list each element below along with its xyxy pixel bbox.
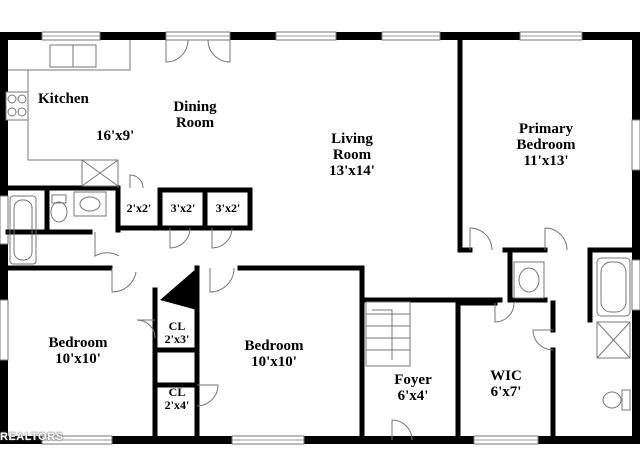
exterior-walls [0, 32, 640, 444]
bedroom-center-name: Bedroom [244, 338, 304, 354]
closet-a-label: 2'x2' [119, 202, 159, 215]
windows [0, 31, 640, 445]
primary-bedroom-name-line1: Primary [518, 121, 574, 137]
foyer-label: Foyer 6'x4' [380, 372, 446, 405]
closet-c-size: 3'x2' [215, 201, 241, 215]
foyer-name: Foyer [394, 372, 432, 388]
door-swings [94, 39, 568, 441]
closet-cl2-name: CL [168, 385, 186, 399]
kitchen-counters [5, 40, 131, 188]
bedroom-left-size: 10'x10' [55, 350, 101, 367]
closet-cl2-label: CL 2'x4' [158, 386, 196, 411]
closet-a-size: 2'x2' [126, 201, 152, 215]
realtors-watermark: REALTORS [0, 431, 64, 443]
primary-bedroom-name-line2: Bedroom [516, 136, 576, 153]
closet-cl1-name: CL [168, 319, 186, 333]
closet-c-label: 3'x2' [207, 202, 249, 215]
dining-size: 16'x9' [96, 128, 135, 145]
kitchen-label: Kitchen [38, 91, 89, 108]
bedroom-left-label: Bedroom 10'x10' [32, 335, 124, 368]
closet-cl2-size: 2'x4' [164, 397, 190, 412]
wic-name: WIC [490, 368, 522, 384]
living-name-line2: Room [332, 146, 372, 163]
kitchen-name: Kitchen [38, 91, 89, 107]
closet-b-label: 3'x2' [162, 202, 204, 215]
living-size: 13'x14' [329, 162, 375, 179]
dining-size-text: 16'x9' [96, 128, 135, 144]
primary-bedroom-label: Primary Bedroom 11'x13' [500, 121, 592, 169]
dining-name-line2: Room [175, 114, 215, 131]
dining-label: Dining Room [160, 99, 230, 132]
dining-name-line1: Dining [173, 99, 217, 115]
bedroom-left-name: Bedroom [48, 335, 108, 351]
interior-walls [3, 35, 637, 441]
bath-fixtures [9, 191, 631, 411]
stairs [365, 301, 411, 367]
wic-label: WIC 6'x7' [478, 368, 534, 401]
foyer-size: 6'x4' [397, 387, 429, 404]
wall-chase [160, 268, 197, 310]
living-name-line1: Living [331, 131, 373, 147]
closet-b-size: 3'x2' [170, 201, 196, 215]
wic-size: 6'x7' [490, 383, 522, 400]
primary-bedroom-size: 11'x13' [523, 152, 569, 169]
living-label: Living Room 13'x14' [315, 131, 389, 179]
closet-cl1-label: CL 2'x3' [158, 320, 196, 345]
bedroom-center-label: Bedroom 10'x10' [228, 338, 320, 371]
closet-cl1-size: 2'x3' [164, 331, 190, 346]
bedroom-center-size: 10'x10' [251, 353, 297, 370]
